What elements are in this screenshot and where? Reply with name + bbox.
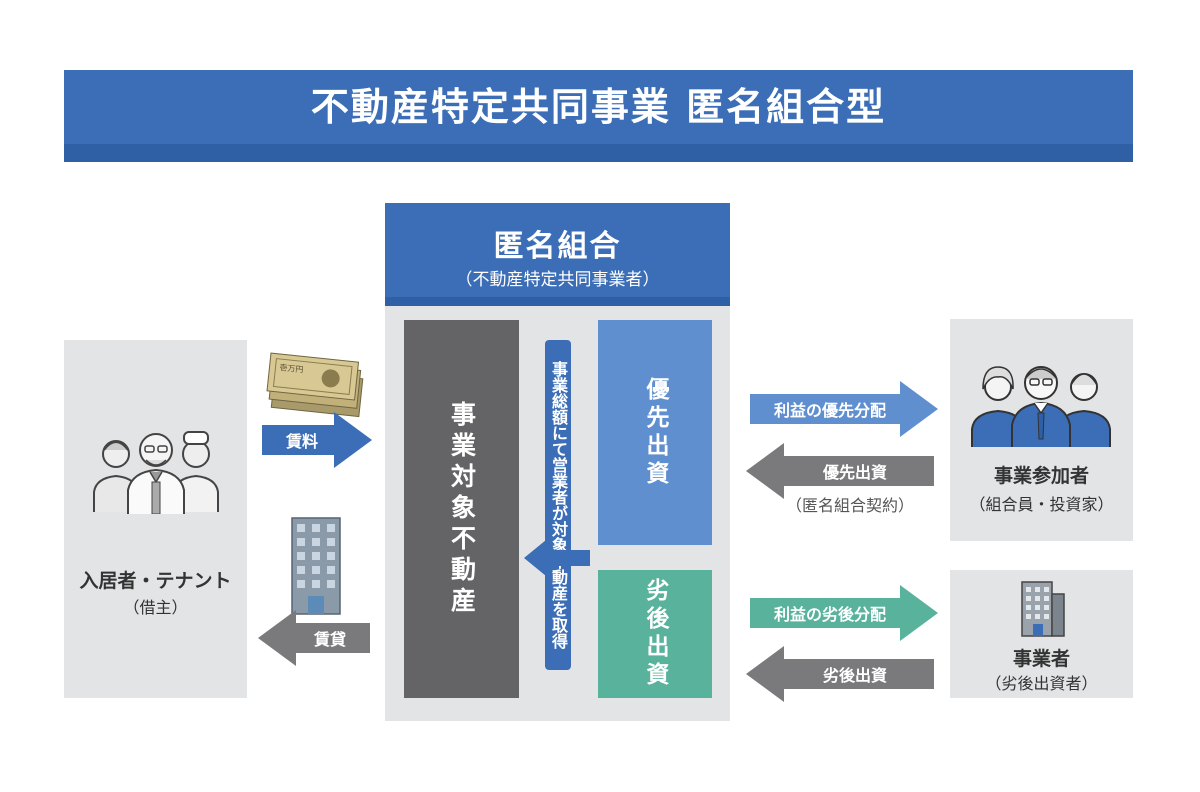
operator-panel: 事業者 （劣後出資者） (950, 570, 1133, 698)
partnership-header-stripe (385, 297, 730, 306)
partnership-header: 匿名組合 （不動産特定共同事業者） (385, 203, 730, 306)
junior-profit-arrow (750, 585, 938, 641)
junior-investment-box: 劣後出資 (598, 570, 712, 698)
senior-profit-arrow (750, 381, 938, 437)
lease-arrow (258, 610, 370, 666)
building-icon (291, 517, 341, 615)
senior-investment-box: 優先出資 (598, 320, 712, 545)
title-bar: 不動産特定共同事業 匿名組合型 (64, 70, 1133, 162)
office-building-icon (1021, 581, 1065, 637)
tenant-panel: 入居者・テナント （借主） (64, 340, 247, 698)
senior-invest-label: 優先出資 (822, 463, 887, 482)
property-label: 事業対象不動産 (447, 400, 477, 618)
partnership-title: 匿名組合 (493, 229, 622, 264)
investor-name: 事業参加者 (993, 465, 1089, 487)
junior-invest-arrow (746, 646, 934, 702)
tenants-people-icon (93, 431, 219, 514)
senior-profit-label: 利益の優先分配 (773, 401, 886, 420)
acquire-arrow (524, 540, 590, 576)
junior-investment-label: 劣後出資 (642, 578, 668, 690)
title-bar-stripe (64, 144, 1133, 162)
operator-name: 事業者 (1012, 648, 1070, 670)
money-bill-text: 壱万円 (279, 362, 304, 374)
investors-people-icon (971, 366, 1111, 447)
money-bills-icon: 壱万円 (266, 352, 364, 418)
operator-sub: （劣後出資者） (985, 674, 1098, 693)
tenant-name: 入居者・テナント (79, 570, 232, 592)
acquire-label: 事業総額にて営業者が対象不動産を取得 (545, 340, 571, 670)
junior-invest-label: 劣後出資 (822, 666, 887, 685)
tenant-sub: （借主） (123, 598, 188, 617)
contract-note: （匿名組合契約） (785, 496, 914, 515)
senior-investment-label: 優先出資 (642, 376, 668, 489)
lease-label: 賃貸 (313, 630, 346, 649)
property-box: 事業対象不動産 (404, 320, 519, 698)
investor-sub: （組合員・投資家） (969, 495, 1114, 514)
rent-label: 賃料 (285, 432, 318, 451)
page-title: 不動産特定共同事業 匿名組合型 (310, 85, 887, 129)
junior-profit-label: 利益の劣後分配 (773, 605, 886, 624)
rent-arrow (262, 412, 372, 468)
partnership-subtitle: （不動産特定共同事業者） (455, 270, 660, 290)
senior-invest-arrow (746, 443, 934, 499)
investor-panel: 事業参加者 （組合員・投資家） (950, 319, 1133, 541)
